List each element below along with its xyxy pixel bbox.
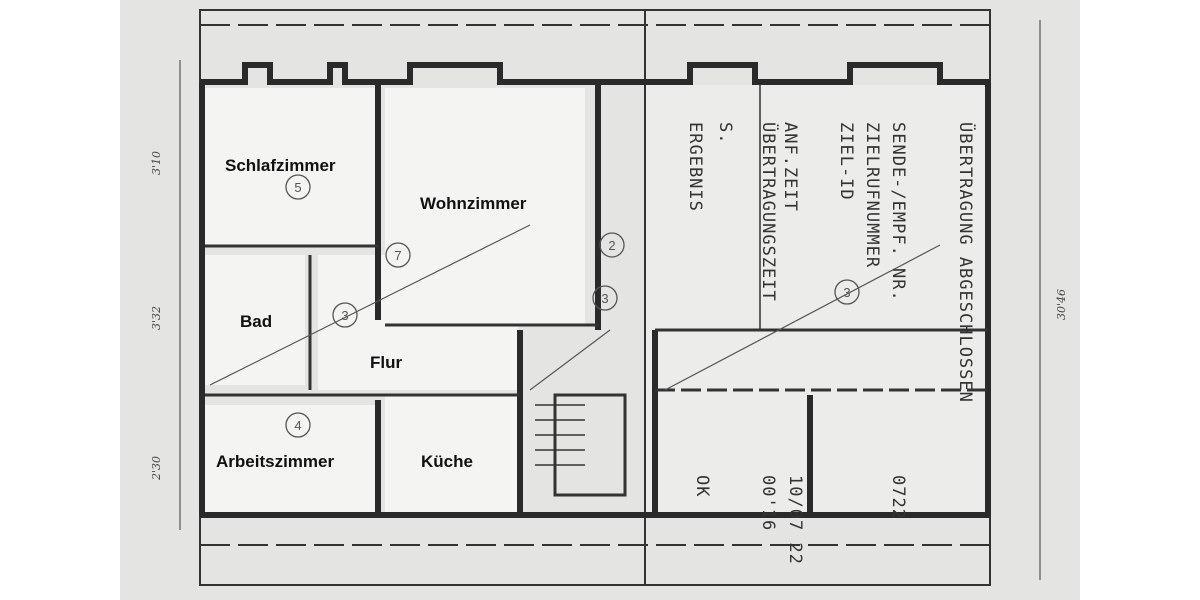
fax-line: ANF.ZEIT	[780, 122, 800, 212]
room-number-circle	[599, 232, 625, 258]
room-number: 3	[341, 308, 348, 323]
room-area-bad	[205, 255, 305, 385]
room-number: 7	[394, 248, 401, 263]
fax-line: SENDE-/EMPF. NR.	[888, 122, 908, 302]
room-number: 3	[843, 285, 850, 300]
stair-steps	[535, 404, 585, 466]
room-number: 5	[294, 180, 301, 195]
dimension-label: 2'30	[150, 455, 163, 480]
room-area-arbeitszimmer	[205, 405, 375, 515]
room-number-circle	[285, 412, 311, 438]
room-number-circle	[285, 174, 311, 200]
annotation-line	[664, 244, 941, 391]
room-label-bad: Bad	[240, 312, 273, 331]
fax-line: ÜBERTRAGUNGSZEIT	[758, 122, 778, 302]
room-label-wohnzimmer: Wohnzimmer	[420, 194, 527, 213]
fax-line: ZIEL-ID	[836, 122, 856, 201]
room-number-circle	[834, 279, 860, 305]
room-number-circle	[332, 302, 358, 328]
annotation-line	[529, 329, 611, 391]
fax-line: ZIELRUFNUMMER	[862, 122, 882, 269]
staircase	[553, 393, 627, 497]
fax-line: S.	[715, 122, 735, 145]
room-number-circle	[592, 285, 618, 311]
room-area-right	[645, 85, 985, 515]
dimension-label: 30'46	[1055, 288, 1068, 320]
fax-value: OK	[692, 475, 712, 498]
fax-value: 10/07 22	[785, 475, 805, 565]
room-label-flur: Flur	[370, 353, 403, 372]
room-number: 3	[601, 291, 608, 306]
fax-value: 00'16	[758, 475, 778, 532]
room-area-flur	[318, 255, 518, 390]
fax-line: ERGEBNIS	[685, 122, 705, 212]
room-number-circle	[385, 242, 411, 268]
dimension-label: 3'10	[150, 150, 163, 175]
room-label-kueche: Küche	[421, 452, 473, 471]
room-area-kueche	[385, 395, 520, 515]
room-number: 4	[294, 418, 301, 433]
dimension-label: 3'32	[150, 305, 163, 330]
room-area-schlafzimmer	[205, 88, 375, 245]
room-label-schlafzimmer: Schlafzimmer	[225, 156, 336, 175]
room-number: 2	[608, 238, 615, 253]
annotation-line	[209, 224, 531, 386]
fax-value: 0722	[888, 475, 908, 520]
fax-line: ÜBERTRAGUNG ABGESCHLOSSEN	[955, 122, 975, 403]
top-wall	[200, 62, 990, 85]
room-label-arbeitszimmer: Arbeitszimmer	[216, 452, 335, 471]
